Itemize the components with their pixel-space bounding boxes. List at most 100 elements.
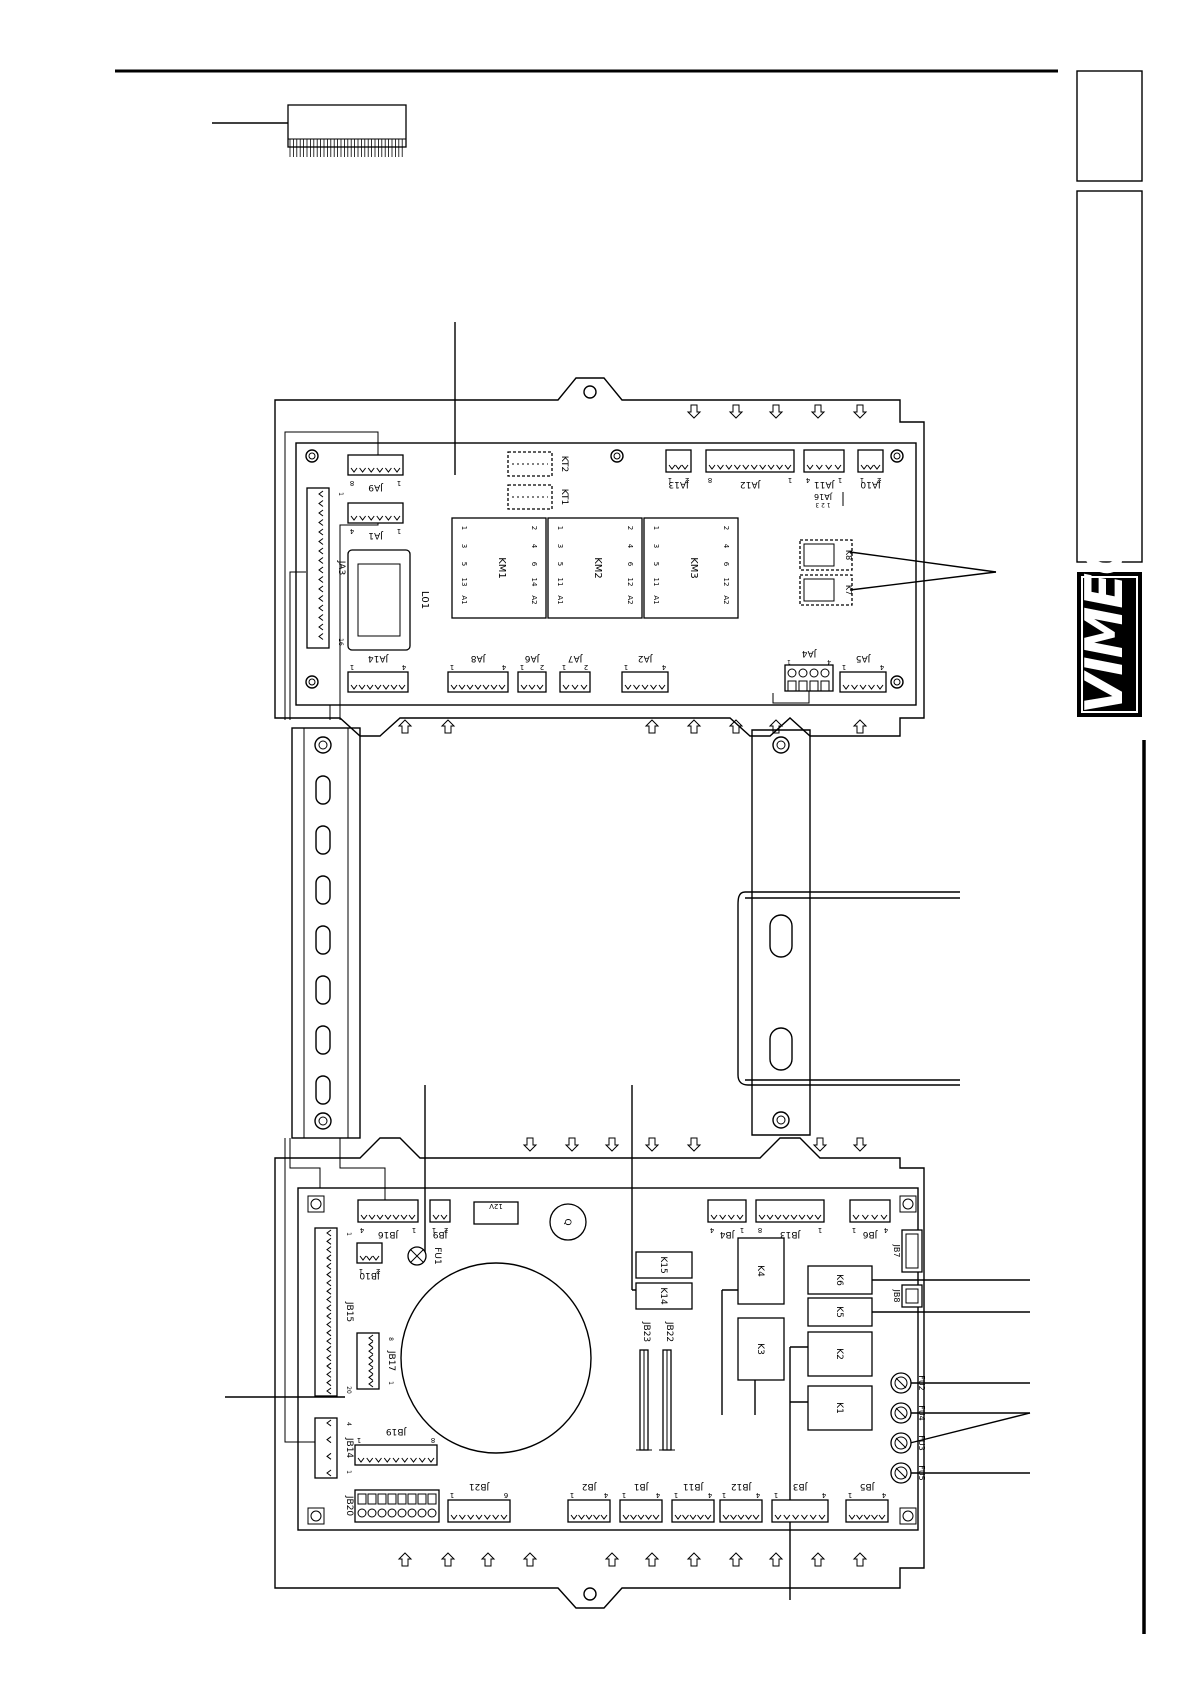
contactor-pin: 3: [460, 544, 468, 548]
label-jb4: JB4: [719, 1229, 735, 1239]
label-km1: KM1: [496, 557, 507, 579]
label-k3: K3: [755, 1343, 765, 1355]
pin-label: 4: [755, 1491, 760, 1499]
pin-label: 1: [787, 658, 791, 665]
contactor-pin: 4: [626, 544, 634, 549]
pin-label: 2: [376, 1267, 380, 1275]
label-kt2: KT2: [559, 456, 569, 472]
pin-label: 1: [674, 1491, 678, 1499]
fuse-fu2: FU2: [890, 1372, 926, 1394]
label-ja8: JA8: [471, 653, 487, 663]
connector-jb19: JB19 1 8: [354, 1426, 438, 1466]
pin-label: 4: [707, 1491, 712, 1499]
label-jb6: JB6: [862, 1229, 878, 1239]
pin-label: 4: [501, 663, 506, 671]
relay-k1: K1: [807, 1385, 873, 1431]
connector-jb7: JB7: [892, 1229, 923, 1273]
pin-label: 1: [350, 663, 354, 671]
contactor-pin: 11: [652, 578, 660, 587]
label-jb19: JB19: [386, 1426, 408, 1436]
pin-label: 1: [450, 663, 454, 671]
upper-arrows-bottom: [397, 719, 868, 734]
component-q: Q: [549, 1203, 587, 1241]
label-q: Q: [562, 1218, 572, 1225]
fuse-fu4: FU4: [890, 1402, 926, 1424]
pin-label: 1: [357, 1436, 361, 1444]
contactor-pin: 14: [530, 578, 538, 587]
label-ja16: JA16: [814, 492, 833, 501]
contactor-pin: 5: [460, 562, 468, 566]
upper-arrows-top: [686, 404, 868, 419]
contactor-pin: 3: [556, 544, 564, 548]
pin-label: 1: [412, 1226, 416, 1234]
vimec-logo: VIMEC: [1075, 537, 1142, 717]
contactor-pin: 4: [530, 544, 538, 549]
leader-k8: [849, 551, 997, 573]
label-l01: L01: [419, 591, 430, 609]
pin-label: 6: [503, 1491, 508, 1499]
inductor-l01: L01: [347, 549, 430, 651]
relay-k8: K8: [799, 539, 853, 571]
label-k2: K2: [834, 1348, 844, 1360]
pin-label: 8: [431, 1436, 435, 1444]
lower-arrows-top: [522, 1137, 868, 1152]
logo-text: VIMEC: [1075, 537, 1135, 714]
pin-label: 1: [848, 1491, 852, 1499]
label-jb7: JB7: [892, 1244, 901, 1258]
pin-label: 1: [345, 1232, 352, 1236]
label-ja12: JA12: [740, 479, 761, 489]
pin-label: 8: [708, 476, 712, 484]
pin-label: 2: [540, 663, 544, 671]
contactor-pin: 6: [530, 562, 538, 567]
label-jb11: JB11: [683, 1481, 704, 1491]
label-k4: K4: [755, 1265, 765, 1277]
lower-arrows-bottom: [397, 1552, 868, 1567]
fuse-fu5: FU5: [890, 1462, 926, 1484]
pin-label: 16: [337, 638, 344, 646]
pin-label: 1: [852, 1226, 856, 1234]
pin-label: 4: [709, 1226, 714, 1234]
connector-jb11: JB11 1 4: [671, 1481, 715, 1523]
relay-kt1: KT1: [507, 484, 569, 510]
label-k15: K15: [658, 1256, 668, 1273]
label-jb8: JB8: [892, 1289, 901, 1303]
din-rail: [291, 727, 361, 1139]
label-fu3: FU3: [917, 1435, 926, 1451]
label-jb9: JB9: [432, 1229, 448, 1239]
contactor-pin: 13: [460, 578, 468, 587]
relay-k3: K3: [737, 1317, 785, 1381]
pin-label: 4: [881, 1491, 886, 1499]
label-jb21: JB21: [469, 1481, 490, 1491]
contactor-pin: 2: [722, 526, 730, 530]
title-block-top: [1076, 70, 1143, 182]
contactor-pin: A2: [530, 595, 538, 604]
label-ja14: JA14: [368, 653, 389, 663]
label-jb2: JB2: [582, 1481, 598, 1491]
contactor-pin: 5: [652, 562, 660, 566]
pin-label: 1: [570, 1491, 574, 1499]
pin-label: 1: [788, 476, 792, 484]
pin-label: 1: [397, 527, 401, 535]
label-fu4: FU4: [917, 1405, 926, 1421]
pin-label: 1: [387, 1381, 394, 1385]
connector-ja14: JA14 1 4: [347, 653, 409, 693]
pin-label: 2: [685, 476, 689, 484]
pin-label: 4: [401, 663, 406, 671]
relay-k4: K4: [737, 1237, 785, 1305]
contactor-pin: 11: [556, 578, 564, 587]
